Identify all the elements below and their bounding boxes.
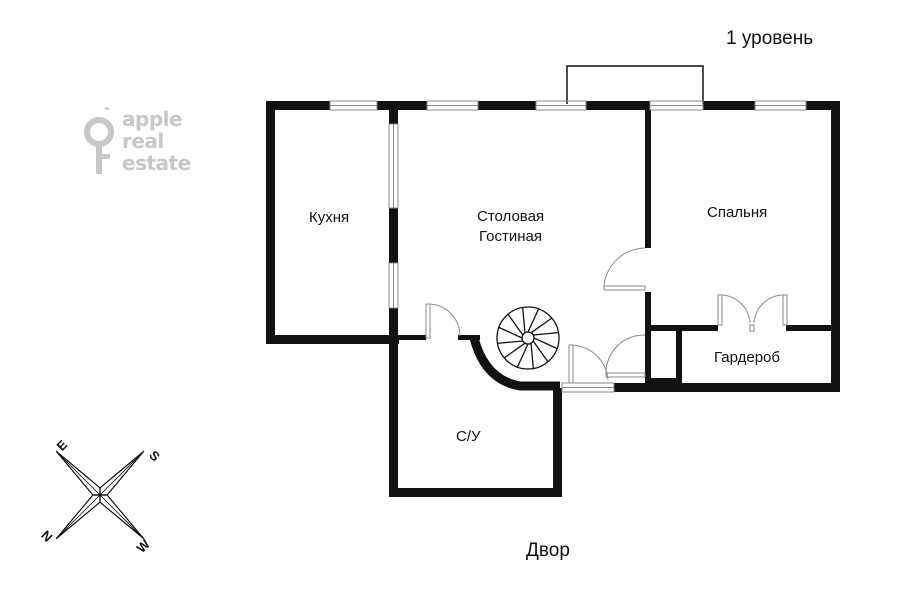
compass-rose	[55, 450, 145, 540]
compass-west-label: W	[134, 536, 154, 556]
spiral-staircase	[496, 306, 560, 370]
room-label-kitchen: Кухня	[309, 209, 350, 226]
stair-tread	[516, 343, 529, 368]
room-label-living: Гостиная	[479, 228, 542, 245]
yard-label: Двор	[526, 540, 570, 561]
logo-line-1: apple	[122, 107, 183, 131]
stair-tread	[527, 308, 540, 333]
level-label: 1 уровень	[726, 28, 814, 49]
compass-north-label: N	[38, 528, 55, 545]
stair-tread	[497, 340, 523, 345]
balcony-outline	[566, 65, 704, 104]
stair-tread	[503, 342, 526, 359]
stair-tread	[530, 343, 535, 369]
room-label-bathroom: С/У	[456, 428, 481, 445]
doors	[425, 247, 788, 384]
logo-line-3: estate	[122, 151, 191, 175]
apple-logo-icon	[84, 107, 114, 174]
logo-wordmark: apple real estate	[122, 108, 191, 174]
stair-curved-wall	[469, 336, 560, 391]
stair-tread	[533, 331, 559, 336]
stair-tread	[507, 313, 524, 336]
stair-tread	[521, 307, 526, 333]
stair-tread	[533, 337, 558, 350]
compass-south-label: S	[146, 448, 163, 465]
room-label-dining: Столовая	[477, 208, 545, 225]
stair-tread	[530, 317, 553, 334]
stair-tread	[532, 340, 549, 363]
windows	[329, 100, 807, 393]
room-label-bedroom: Спальня	[707, 204, 768, 221]
room-label-wardrobe: Гардероб	[714, 349, 780, 366]
stair-tread	[498, 326, 523, 339]
walls	[266, 101, 840, 497]
logo-line-2: real	[122, 129, 164, 153]
